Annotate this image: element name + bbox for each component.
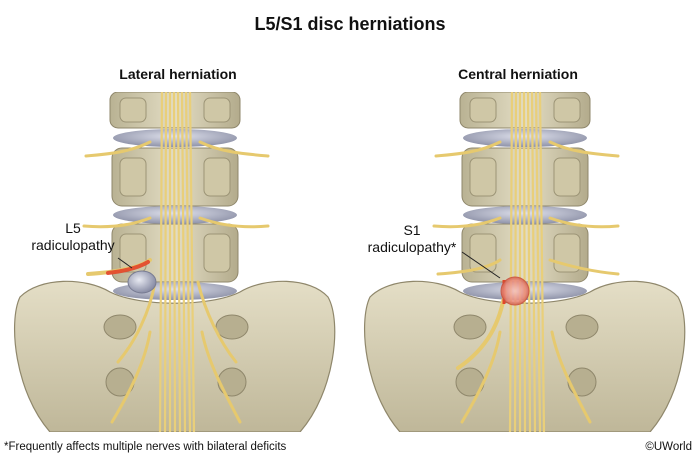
central-heading: Central herniation <box>458 66 578 82</box>
lateral-herniation-illustration <box>0 92 345 432</box>
exiting-nerve-roots <box>432 140 620 424</box>
cauda-equina <box>508 92 546 432</box>
l5-radiculopathy-label: L5 radiculopathy <box>31 220 115 253</box>
s1-leader-line <box>461 251 501 279</box>
lateral-heading: Lateral herniation <box>119 66 237 82</box>
footnote: *Frequently affects multiple nerves with… <box>4 441 287 453</box>
copyright-notice: ©UWorld <box>645 441 692 453</box>
l5-leader-line <box>117 257 133 269</box>
exiting-nerve-roots <box>82 140 270 424</box>
figure-title: L5/S1 disc herniations <box>254 14 446 34</box>
central-disc-herniation <box>500 276 530 306</box>
l5-compression-highlight <box>106 260 150 275</box>
s1-radiculopathy-label: S1 radiculopathy* <box>367 222 457 255</box>
lateral-disc-herniation <box>127 270 157 294</box>
cauda-equina <box>158 92 196 432</box>
central-herniation-illustration <box>350 92 695 432</box>
